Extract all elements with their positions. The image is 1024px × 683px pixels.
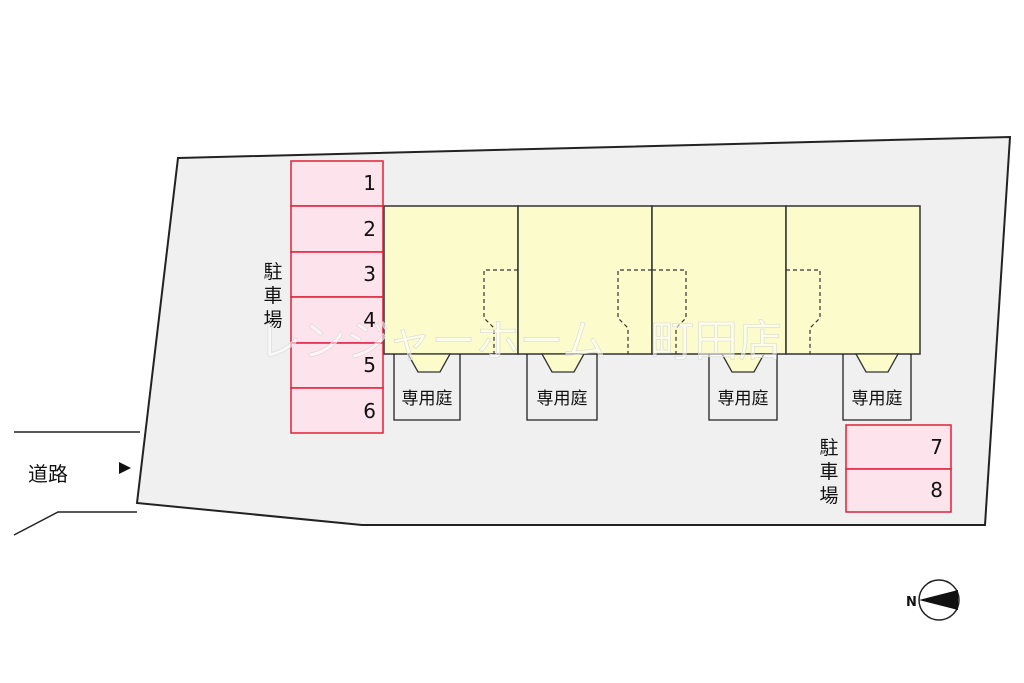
parking-label-char: 駐 bbox=[263, 261, 282, 283]
parking-space-8: 8 bbox=[845, 468, 952, 513]
parking-space-5: 5 bbox=[290, 342, 384, 389]
compass-icon: N bbox=[906, 579, 960, 621]
garden-border bbox=[393, 354, 461, 421]
garden-label: 専用庭 bbox=[718, 389, 769, 409]
building-unit bbox=[651, 205, 787, 355]
space-number: 4 bbox=[363, 308, 376, 332]
building-unit bbox=[517, 205, 653, 355]
entrance-outline bbox=[617, 269, 652, 354]
compass-label: N bbox=[906, 595, 917, 610]
building bbox=[383, 205, 921, 373]
road-label: 道路 bbox=[28, 462, 68, 486]
watermark: レンジャーホーム 町田店 bbox=[258, 316, 782, 367]
parking-label-char: 場 bbox=[263, 309, 282, 331]
private-gardens: 専用庭 専用庭 専用庭 専用庭 bbox=[393, 354, 912, 421]
road-arrow-icon bbox=[119, 462, 131, 474]
parking-label-char: 駐 bbox=[819, 437, 838, 459]
parking-space-3: 3 bbox=[290, 251, 384, 298]
garden-border bbox=[526, 354, 598, 421]
garden-label: 専用庭 bbox=[537, 389, 588, 409]
parking-label-char: 車 bbox=[263, 285, 282, 307]
garden-border bbox=[708, 354, 778, 421]
parking-space-4: 4 bbox=[290, 296, 384, 344]
space-number: 3 bbox=[363, 262, 376, 286]
parking-space-6: 6 bbox=[290, 387, 384, 434]
parking-label-char: 車 bbox=[819, 461, 838, 483]
space-number: 5 bbox=[363, 353, 376, 377]
road: 道路 bbox=[13, 431, 140, 536]
step bbox=[406, 353, 452, 373]
step bbox=[720, 353, 766, 373]
garden-border bbox=[842, 354, 912, 421]
parking-left: 1 2 3 4 5 6 駐 車 場 bbox=[263, 160, 384, 434]
space-number: 2 bbox=[363, 217, 376, 241]
space-number: 1 bbox=[363, 171, 376, 195]
parking-space-7: 7 bbox=[845, 424, 952, 470]
entrance-outline bbox=[786, 269, 821, 354]
parking-space-2: 2 bbox=[290, 205, 384, 253]
space-number: 6 bbox=[363, 399, 376, 423]
building-unit bbox=[383, 205, 519, 355]
building-unit bbox=[785, 205, 921, 355]
step bbox=[540, 353, 586, 373]
parking-right: 7 8 駐 車 場 bbox=[819, 424, 952, 513]
step bbox=[854, 353, 900, 373]
garden-label: 専用庭 bbox=[852, 389, 903, 409]
entrance-outline bbox=[652, 269, 687, 354]
parking-space-1: 1 bbox=[290, 160, 384, 207]
parking-label-char: 場 bbox=[819, 485, 838, 507]
garden-label: 専用庭 bbox=[402, 389, 453, 409]
entrance-outline bbox=[483, 269, 518, 354]
space-number: 7 bbox=[930, 435, 943, 459]
space-number: 8 bbox=[930, 478, 943, 502]
